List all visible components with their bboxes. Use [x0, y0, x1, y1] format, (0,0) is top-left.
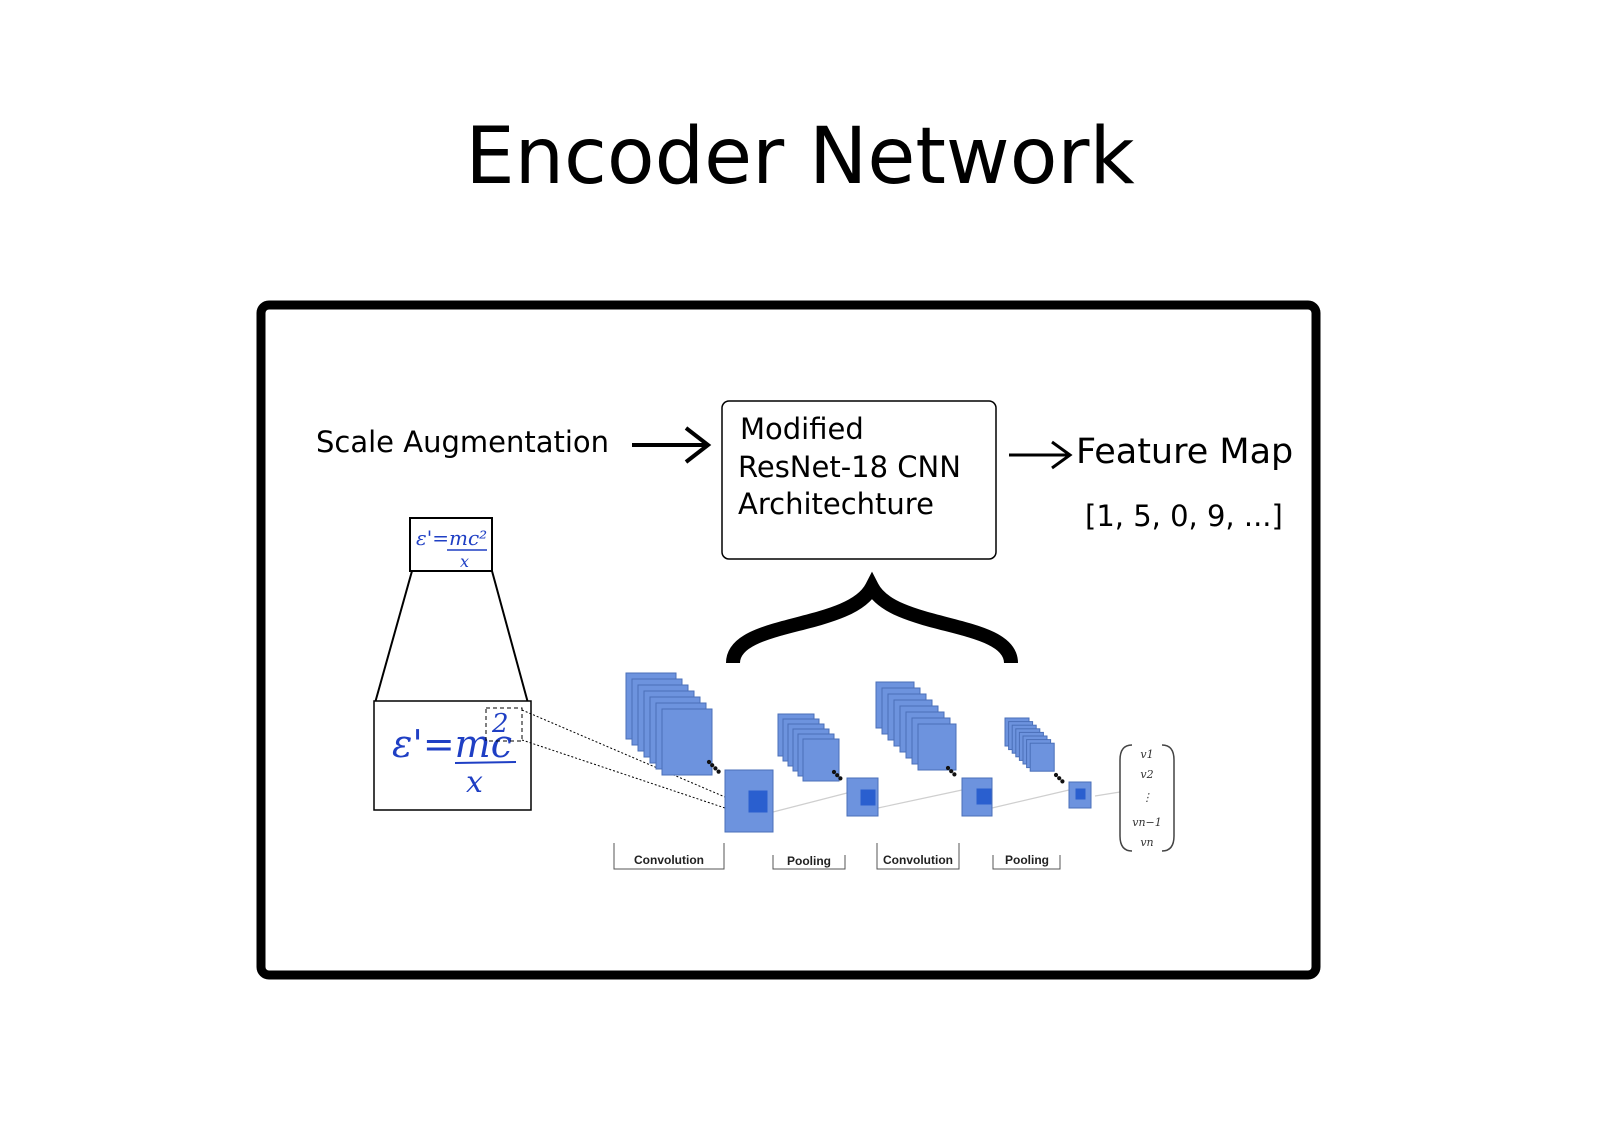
svg-text:ε'=mc: ε'=mc	[392, 722, 512, 766]
svg-text:ε'=mc²: ε'=mc²	[416, 526, 487, 550]
model-box	[721, 400, 997, 560]
stage-label-pooling-2: Pooling	[1005, 853, 1049, 867]
model-line-2: ResNet-18 CNN	[738, 450, 961, 484]
stage-brackets	[613, 843, 1061, 870]
model-line-1: Modified	[740, 412, 864, 446]
vector-entry-ellipsis: ⋮	[1142, 791, 1153, 804]
kernel-highlight	[976, 788, 992, 805]
model-line-3: Architechture	[738, 487, 934, 521]
ellipsis-dots-icon	[706, 759, 712, 765]
vector-entry-1: v1	[1140, 748, 1153, 761]
ellipsis-dots-icon	[716, 769, 721, 774]
ellipsis-dots-icon	[838, 776, 843, 781]
svg-text:x: x	[466, 765, 483, 800]
handwritten-equation-small: ε'=mc² x	[416, 526, 487, 571]
kernel-highlight	[748, 790, 768, 813]
ellipsis-dots-icon	[952, 772, 957, 777]
curly-brace-icon	[726, 571, 1018, 665]
large-equation-crop	[373, 700, 532, 811]
output-label: Feature Map	[1076, 432, 1293, 472]
right-paren-icon	[1161, 744, 1175, 852]
handwritten-equation-large: ε'=mc 2 x	[392, 709, 517, 800]
stage-label-convolution-1: Convolution	[634, 853, 704, 867]
ellipsis-dots-icon	[1060, 779, 1065, 784]
ellipsis-dots-icon	[835, 773, 840, 778]
output-example: [1, 5, 0, 9, ...]	[1085, 499, 1283, 533]
small-equation-crop	[409, 517, 493, 572]
stage-label-pooling-1: Pooling	[787, 854, 831, 868]
output-vector: v1 v2 ⋮ vn−1 vn	[1119, 744, 1175, 852]
vector-entry-n: vn	[1140, 836, 1153, 849]
ellipsis-dots-icon	[710, 763, 715, 768]
kernel-highlight	[1075, 788, 1086, 800]
left-paren-icon	[1119, 744, 1133, 852]
stage-label-convolution-2: Convolution	[883, 853, 953, 867]
ellipsis-dots-icon	[945, 765, 951, 771]
input-label: Scale Augmentation	[316, 425, 609, 459]
slide-title: Encoder Network	[465, 112, 1135, 202]
arrow-icon	[1009, 440, 1073, 470]
ellipsis-dots-icon	[949, 769, 954, 774]
svg-text:x: x	[460, 552, 469, 571]
ellipsis-dots-icon	[713, 766, 718, 771]
kernel-highlight	[860, 789, 876, 806]
feature-map-layer	[1029, 742, 1055, 772]
vector-entry-n-minus-1: vn−1	[1132, 816, 1162, 829]
feature-map-layer	[661, 708, 713, 776]
receptive-field-box	[485, 707, 523, 742]
diagram-frame	[256, 300, 1321, 980]
ellipsis-dots-icon	[1053, 772, 1059, 778]
ellipsis-dots-icon	[1057, 776, 1062, 781]
vector-entry-2: v2	[1140, 768, 1153, 781]
arrow-icon	[632, 426, 712, 464]
feature-map-layer	[917, 723, 957, 771]
cnn-layers	[625, 672, 1092, 833]
ellipsis-dots-icon	[831, 769, 837, 775]
svg-text:2: 2	[491, 709, 509, 739]
feature-map-layer	[802, 738, 840, 782]
